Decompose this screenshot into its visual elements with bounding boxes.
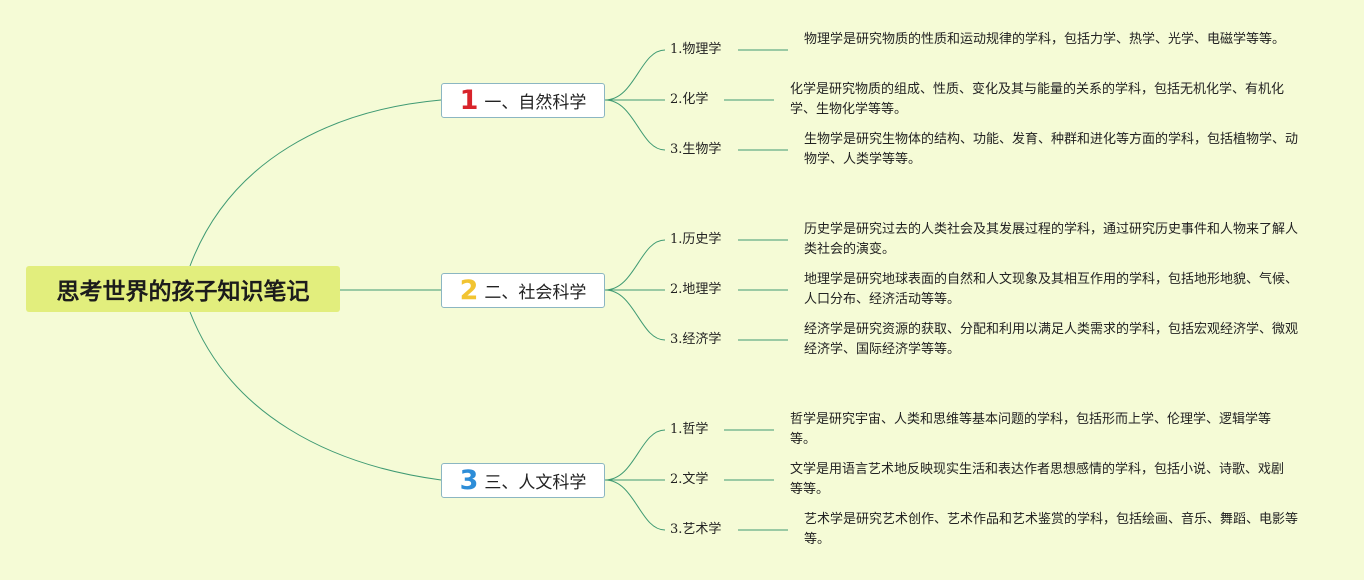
connector-cat1-sub1 (604, 49, 666, 101)
description-biology: 生物学是研究生物体的结构、功能、发育、种群和进化等方面的学科，包括植物学、动物学… (804, 132, 1299, 167)
description-economics: 经济学是研究资源的获取、分配和利用以满足人类需求的学科，包括宏观经济学、微观经济… (804, 322, 1299, 357)
subtopic-biology[interactable]: 3.生物学 (670, 142, 722, 157)
description-literature: 文学是用语言艺术地反映现实生活和表达作者思想感情的学科，包括小说、诗歌、戏剧等等… (790, 462, 1285, 497)
description-chemistry: 化学是研究物质的组成、性质、变化及其与能量的关系的学科，包括无机化学、有机化学、… (790, 82, 1285, 117)
subtopic-physics[interactable]: 1.物理学 (670, 42, 722, 57)
connector-cat3-sub1 (604, 429, 666, 481)
connector-root-to-cat-1 (189, 99, 442, 267)
subtopic-philosophy[interactable]: 1.哲学 (670, 422, 709, 437)
category-label: 三、人文科学 (484, 473, 587, 493)
root-title: 思考世界的孩子知识笔记 (56, 279, 310, 305)
category-natural-science[interactable]: 1 一、自然科学 (441, 83, 605, 118)
subtopic-chemistry[interactable]: 2.化学 (670, 92, 709, 107)
category-number-3: 3 (459, 465, 479, 496)
category-number-2: 2 (459, 275, 479, 306)
connector-cat3-sub3 (604, 479, 666, 531)
subtopic-literature[interactable]: 2.文学 (670, 472, 709, 487)
subtopic-art-studies[interactable]: 3.艺术学 (670, 522, 722, 537)
description-history: 历史学是研究过去的人类社会及其发展过程的学科，通过研究历史事件和人物来了解人类社… (804, 222, 1299, 257)
root-topic[interactable]: 思考世界的孩子知识笔记 (26, 266, 340, 312)
category-social-science[interactable]: 2 二、社会科学 (441, 273, 605, 308)
subtopic-geography[interactable]: 2.地理学 (670, 282, 722, 297)
description-geography: 地理学是研究地球表面的自然和人文现象及其相互作用的学科，包括地形地貌、气候、人口… (804, 272, 1299, 307)
subtopic-history[interactable]: 1.历史学 (670, 232, 722, 247)
category-label: 一、自然科学 (484, 93, 587, 113)
category-label: 二、社会科学 (484, 283, 587, 303)
connector-root-to-cat-3 (189, 311, 442, 481)
description-physics: 物理学是研究物质的性质和运动规律的学科，包括力学、热学、光学、电磁学等等。 (804, 32, 1286, 47)
description-art-studies: 艺术学是研究艺术创作、艺术作品和艺术鉴赏的学科，包括绘画、音乐、舞蹈、电影等等。 (804, 512, 1299, 547)
description-philosophy: 哲学是研究宇宙、人类和思维等基本问题的学科，包括形而上学、伦理学、逻辑学等等。 (790, 412, 1272, 447)
category-number-1: 1 (459, 85, 479, 116)
connector-cat2-sub3 (604, 289, 666, 341)
category-humanities[interactable]: 3 三、人文科学 (441, 463, 605, 498)
connector-cat1-sub3 (604, 99, 666, 151)
subtopic-economics[interactable]: 3.经济学 (670, 332, 722, 347)
connector-cat2-sub1 (604, 239, 666, 291)
